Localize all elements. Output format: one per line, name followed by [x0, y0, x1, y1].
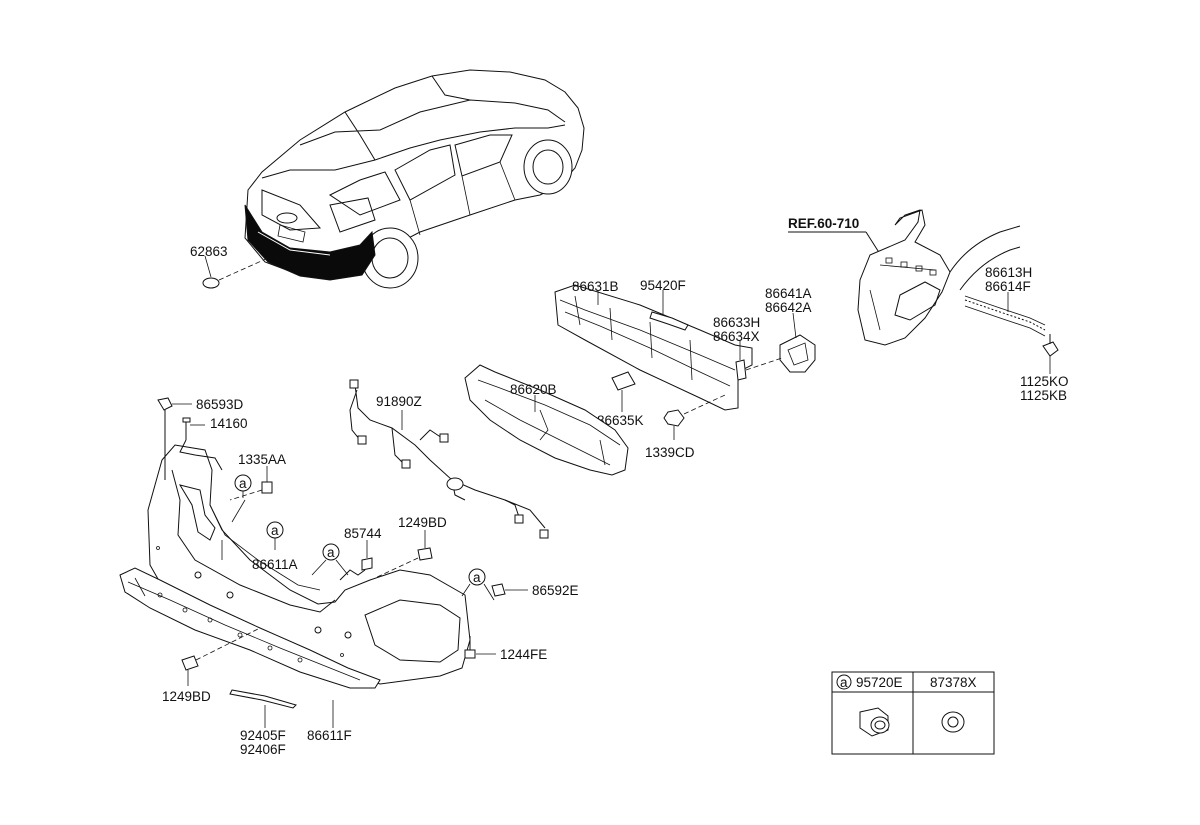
svg-text:a: a — [327, 545, 335, 560]
plug-icon — [202, 277, 220, 289]
label-86633H: 86633H — [713, 315, 760, 330]
label-1125KO: 1125KO — [1020, 374, 1069, 389]
car-illustration — [244, 69, 585, 289]
label-1244FE: 1244FE — [500, 647, 547, 662]
part-1125KO-1125KB[interactable]: 1125KO 1125KB — [1020, 334, 1069, 403]
label-86593D: 86593D — [196, 397, 244, 412]
svg-text:a: a — [473, 570, 481, 585]
bolt-icon — [181, 655, 199, 671]
nut-icon — [663, 409, 685, 427]
label-1335AA: 1335AA — [238, 452, 286, 467]
part-86635K[interactable]: 86635K — [597, 371, 644, 428]
label-1125KB: 1125KB — [1020, 388, 1067, 403]
ref-60-710-group[interactable]: REF.60-710 — [788, 209, 1021, 346]
label-92406F: 92406F — [240, 742, 286, 757]
part-86633H-86634X[interactable]: 86633H 86634X — [713, 315, 783, 381]
part-86641A-86642A[interactable]: 86641A 86642A — [765, 286, 816, 373]
part-91890Z-harness[interactable]: 91890Z — [349, 379, 549, 539]
part-86611A-bumper-cover[interactable]: 86611A — [147, 444, 471, 685]
label-1249BD-bottom: 1249BD — [162, 689, 211, 704]
part-85744[interactable]: 85744 — [339, 526, 382, 581]
part-92405F-92406F[interactable]: 92405F 92406F — [229, 689, 297, 757]
label-86634X: 86634X — [713, 329, 760, 344]
label-86631B: 86631B — [572, 279, 619, 294]
callout-a-4: a — [461, 568, 495, 601]
label-92405F: 92405F — [240, 728, 286, 743]
label-91890Z: 91890Z — [376, 394, 422, 409]
label-86642A: 86642A — [765, 300, 812, 315]
label-86613H: 86613H — [985, 265, 1032, 280]
part-86631B-back-beam[interactable]: 86631B — [554, 279, 753, 411]
part-14160[interactable]: 14160 — [179, 416, 248, 471]
svg-text:a: a — [840, 675, 848, 690]
label-86620B: 86620B — [510, 382, 557, 397]
label-86611A: 86611A — [252, 557, 298, 572]
clip-icon — [261, 481, 273, 494]
callout-a-1: a — [234, 474, 252, 498]
screw-icon — [157, 397, 173, 411]
part-1244FE[interactable]: 1244FE — [464, 636, 547, 662]
parking-sensor-icon — [859, 707, 890, 737]
label-14160: 14160 — [210, 416, 248, 431]
part-86613H-86614F[interactable]: 86613H 86614F — [964, 265, 1046, 337]
legend-table: a 95720E 87378X — [831, 671, 995, 755]
label-86614F: 86614F — [985, 279, 1031, 294]
washer-icon — [941, 711, 965, 733]
bolt-icon — [1042, 341, 1059, 357]
part-1339CD[interactable]: 1339CD — [645, 394, 726, 460]
part-86611F-lower-cover[interactable]: 86611F — [119, 567, 381, 743]
legend-marker — [836, 674, 852, 690]
callout-a-2: a — [266, 521, 284, 550]
label-62863: 62863 — [190, 244, 228, 259]
part-86593D[interactable]: 86593D — [157, 397, 244, 480]
part-86592E[interactable]: 86592E — [491, 583, 579, 598]
svg-text:a: a — [271, 523, 279, 538]
part-62863[interactable]: 62863 — [190, 244, 269, 289]
legend-col2: 87378X — [930, 675, 977, 690]
label-85744: 85744 — [344, 526, 382, 541]
label-ref-60-710: REF.60-710 — [788, 216, 859, 231]
label-86635K: 86635K — [597, 413, 644, 428]
part-1335AA[interactable]: 1335AA — [229, 452, 286, 501]
label-95420F: 95420F — [640, 278, 686, 293]
part-1249BD-bottom[interactable]: 1249BD — [162, 627, 261, 704]
label-1249BD-top: 1249BD — [398, 515, 447, 530]
part-86620B-absorber[interactable]: 86620B — [464, 364, 629, 476]
svg-text:a: a — [239, 476, 247, 491]
callout-a-3: a — [311, 543, 349, 576]
part-1249BD-top[interactable]: 1249BD — [374, 515, 447, 579]
label-86611F: 86611F — [307, 728, 352, 743]
label-1339CD: 1339CD — [645, 445, 695, 460]
label-86641A: 86641A — [765, 286, 812, 301]
legend-col1: 95720E — [856, 675, 903, 690]
label-86592E: 86592E — [532, 583, 579, 598]
part-95420F[interactable]: 95420F — [640, 278, 689, 331]
bolt-icon — [417, 547, 433, 561]
